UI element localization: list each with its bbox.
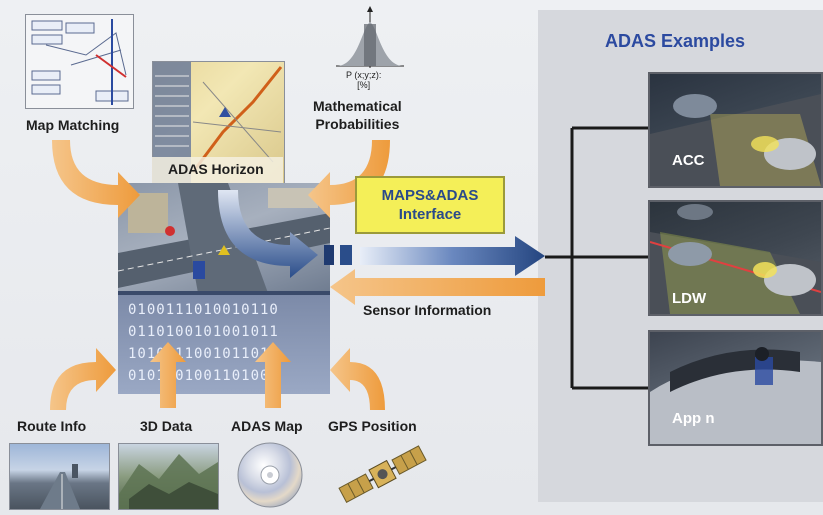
example-acc: ACC bbox=[648, 72, 823, 188]
arrow-gps bbox=[330, 348, 385, 410]
map-matching-image bbox=[25, 14, 134, 109]
binary-line-2: 0110100101001011 bbox=[128, 324, 279, 340]
arrow-3d-data bbox=[150, 342, 186, 408]
adas-examples-title: ADAS Examples bbox=[605, 31, 746, 51]
sensor-info-label: Sensor Information bbox=[363, 302, 492, 318]
app-n-scene bbox=[650, 347, 821, 444]
arrow-interface-blue bbox=[360, 236, 545, 276]
adas-horizon-label: ADAS Horizon bbox=[168, 161, 264, 177]
example-ldw: LDW bbox=[648, 200, 823, 316]
math-prob-line1: Mathematical bbox=[313, 98, 402, 114]
route-info-image bbox=[9, 443, 110, 510]
interface-block-2 bbox=[340, 245, 352, 265]
acc-scene bbox=[650, 94, 821, 186]
example-ldw-label: LDW bbox=[672, 290, 707, 307]
example-acc-label: ACC bbox=[672, 152, 705, 169]
arrow-horizon-blue bbox=[218, 190, 318, 278]
binary-block: 0100111010010110 0110100101001011 101001… bbox=[118, 294, 330, 394]
adas-horizon-band bbox=[152, 157, 283, 183]
3d-data-label: 3D Data bbox=[140, 418, 193, 434]
arrow-math-prob bbox=[308, 140, 390, 218]
interface-block-1 bbox=[324, 245, 334, 265]
gps-position-label: GPS Position bbox=[328, 418, 417, 434]
maps-adas-interface-box: MAPS&ADAS Interface bbox=[355, 176, 505, 234]
map-matching-label: Map Matching bbox=[26, 117, 120, 133]
example-app-n-label: App n bbox=[672, 410, 715, 427]
block-divider bbox=[118, 291, 330, 295]
interface-line2: Interface bbox=[398, 206, 462, 223]
adas-map-disc-icon bbox=[237, 442, 303, 508]
example-app-n: App n bbox=[648, 330, 823, 446]
adas-map-label: ADAS Map bbox=[231, 418, 303, 434]
gps-satellite-icon bbox=[338, 445, 427, 503]
prob-formula-line1: P (x;y;z): bbox=[346, 70, 382, 80]
binary-line-1: 0100111010010110 bbox=[128, 302, 279, 318]
ldw-scene bbox=[650, 204, 821, 314]
arrow-route-info bbox=[50, 348, 116, 410]
probability-distribution-icon bbox=[336, 6, 404, 68]
route-info-label: Route Info bbox=[17, 418, 87, 434]
arrow-sensor-info bbox=[330, 269, 545, 305]
interface-line1: MAPS&ADAS bbox=[381, 187, 479, 204]
math-prob-line2: Probabilities bbox=[315, 116, 400, 132]
3d-data-image bbox=[118, 443, 219, 510]
arrow-map-matching bbox=[52, 140, 140, 218]
math-prob-label: Mathematical Probabilities bbox=[313, 97, 402, 133]
prob-formula-line2: [%] bbox=[357, 80, 371, 90]
arrow-adas-map bbox=[255, 342, 291, 408]
prob-formula: P (x;y;z): [%] bbox=[346, 70, 381, 90]
